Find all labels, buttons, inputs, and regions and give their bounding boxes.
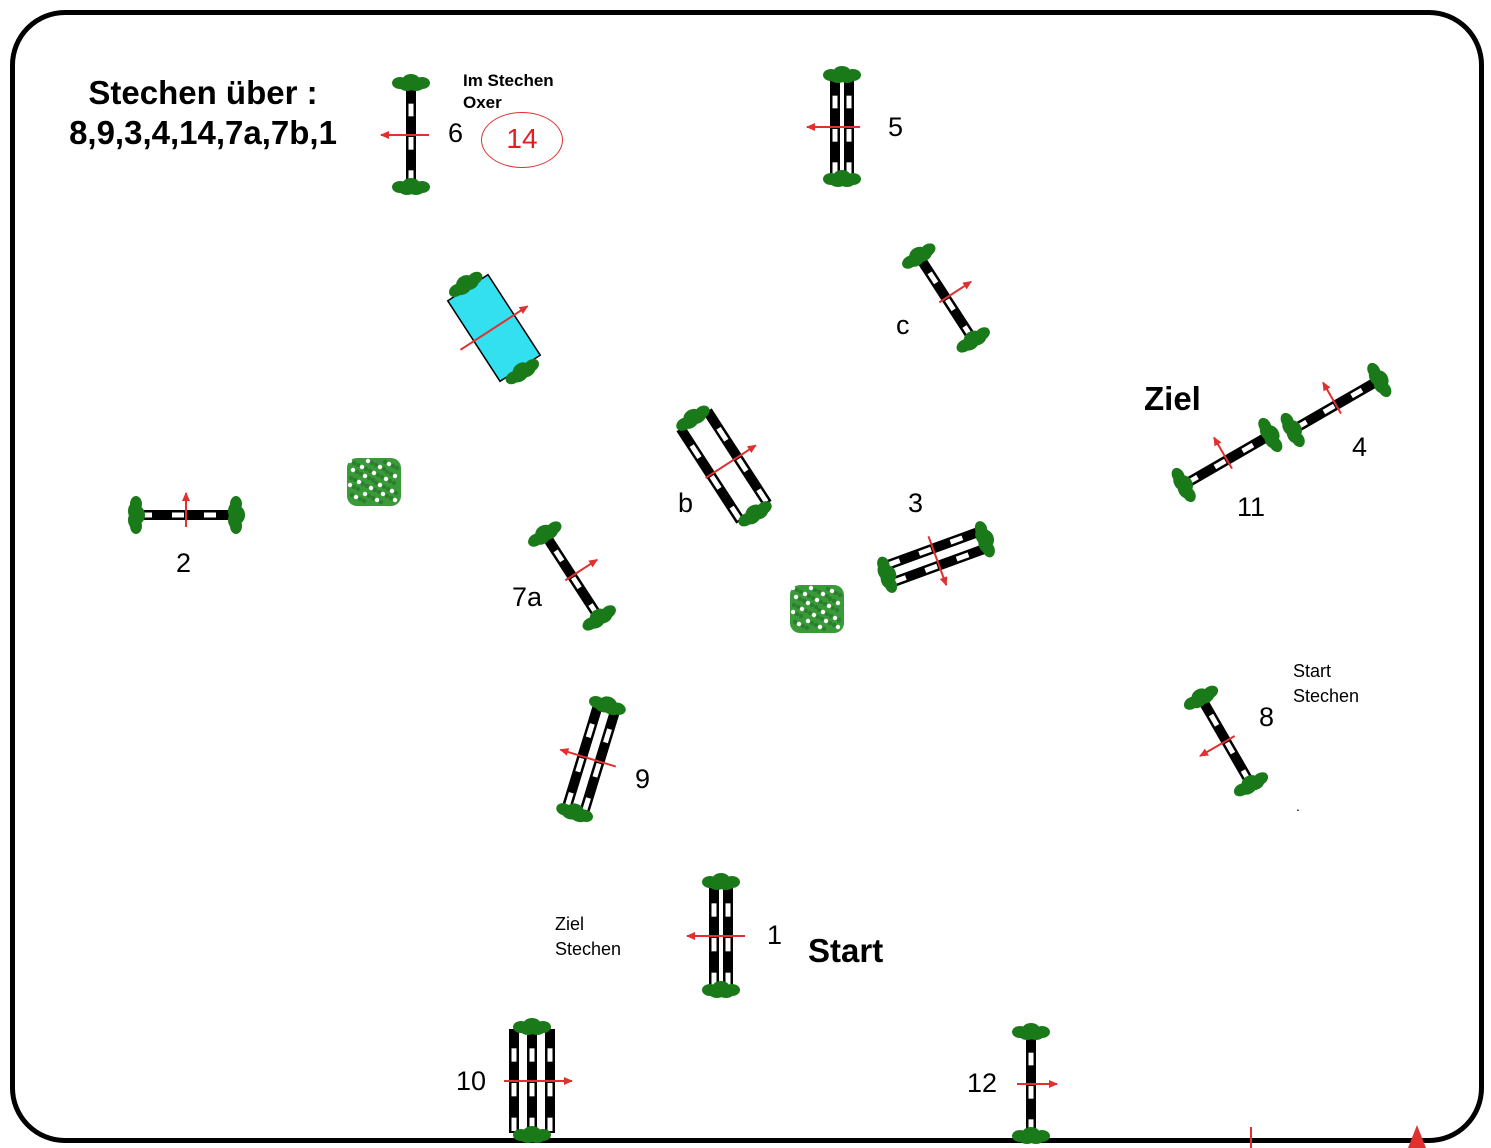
- fence-3-wing-bottom: [877, 556, 898, 593]
- fence-label-6: 6: [448, 118, 464, 148]
- fence-5-wing-bottom: [823, 170, 861, 187]
- fence-label-9: 9: [635, 764, 651, 794]
- note-line2: Oxer: [463, 93, 502, 112]
- fence-1: [686, 873, 745, 998]
- fence-12: [1171, 417, 1283, 503]
- fence-1-wing-top: [702, 873, 740, 890]
- fence-5-wing-top: [823, 66, 861, 83]
- fence-10: [504, 1018, 573, 1143]
- stray-dot: .: [1296, 798, 1300, 814]
- fence-4-direction-arrow: [1322, 381, 1342, 415]
- fence-11-wing-bottom: [1012, 1127, 1050, 1144]
- fence-12-wing-top: [1258, 417, 1283, 453]
- fence-9-direction-arrow: [559, 748, 617, 768]
- fence-7a: [528, 521, 616, 631]
- fence-c-wing-top: [902, 243, 936, 269]
- fence-label-c: c: [896, 310, 910, 340]
- fence-12-direction-arrow: [1213, 436, 1233, 470]
- fence-5: [806, 66, 861, 187]
- jump-off-start-label: Start Stechen: [1293, 661, 1360, 706]
- fence-label-4: 4: [1352, 432, 1368, 462]
- fence-7b: [676, 405, 772, 527]
- fence-c: [902, 243, 990, 353]
- fence-label-1: 1: [767, 920, 783, 950]
- fence-c-direction-arrow: [938, 280, 972, 304]
- hedge-left: [347, 458, 401, 506]
- fence-11-wing-top: [1012, 1023, 1050, 1040]
- water-oxer-14-direction-arrow: [459, 305, 529, 351]
- note-line1: Im Stechen: [463, 71, 554, 90]
- hedge-center: [790, 585, 844, 633]
- fence-6: [380, 74, 430, 195]
- fence-10-wing-bottom: [513, 1126, 551, 1143]
- fence-c-wing-bottom: [956, 327, 990, 353]
- fence-7a-wing-bottom: [582, 605, 616, 631]
- fence-7a-direction-arrow: [564, 558, 598, 582]
- fence-label-7a: 7a: [512, 582, 543, 612]
- fence-label-12: 11: [1237, 492, 1266, 522]
- fence-2-wing-bottom: [128, 496, 145, 534]
- fence-2: [128, 492, 245, 534]
- fence-label-2: 2: [176, 548, 192, 578]
- fence-7b-wing-top: [676, 405, 710, 431]
- jump-off-title-line1: Stechen über :: [88, 74, 318, 111]
- fence-11: [1012, 1023, 1058, 1144]
- fence-6-wing-top: [392, 74, 430, 91]
- fence-3: [877, 521, 995, 593]
- arena-border: [10, 10, 1484, 1143]
- jump-off-oxer-note: Im Stechen Oxer: [463, 70, 554, 114]
- water-oxer-14: [446, 271, 542, 385]
- jump-off-title: Stechen über : 8,9,3,4,14,7a,7b,1: [48, 73, 358, 153]
- fence-4: [1280, 362, 1392, 448]
- finish-label: Ziel: [1144, 380, 1201, 417]
- fence-7b-direction-arrow: [705, 444, 757, 479]
- fence-label-11: 12: [967, 1068, 998, 1098]
- fence-9-wing-top: [589, 696, 626, 716]
- jump-off-sequence: 8,9,3,4,14,7a,7b,1: [69, 114, 337, 151]
- jump-off-finish-label: Ziel Stechen: [555, 914, 622, 959]
- fence-8-wing-bottom: [1233, 772, 1269, 797]
- fence-1-wing-bottom: [702, 981, 740, 998]
- fence-label-b: b: [678, 488, 694, 518]
- fence-label-8: 8: [1259, 702, 1275, 732]
- water-oxer-14-wing-top: [448, 271, 483, 298]
- fence-7b-wing-bottom: [738, 501, 772, 527]
- fence-4-wing-top: [1367, 362, 1392, 398]
- fence-3-wing-top: [974, 521, 995, 558]
- fence-3-direction-arrow: [927, 535, 948, 587]
- fence-10-wing-top: [513, 1018, 551, 1035]
- fence-2-wing-top: [228, 496, 245, 534]
- circled-fence-number: 14: [481, 112, 563, 168]
- edge-mark-arrow: [1408, 1125, 1426, 1148]
- fence-label-10: 10: [456, 1066, 487, 1096]
- fence-12-wing-bottom: [1171, 467, 1196, 503]
- fence-6-wing-bottom: [392, 178, 430, 195]
- fence-label-3: 3: [908, 488, 924, 518]
- start-label: Start: [808, 932, 884, 969]
- fence-9: [556, 696, 626, 823]
- fence-8-wing-top: [1183, 685, 1219, 710]
- fence-label-5: 5: [888, 112, 904, 142]
- fence-4-wing-bottom: [1280, 412, 1305, 448]
- fence-8-direction-arrow: [1199, 735, 1236, 757]
- fence-8: [1183, 685, 1269, 797]
- fence-9-wing-bottom: [556, 803, 593, 823]
- fence-7a-wing-top: [528, 521, 562, 547]
- water-oxer-14-wing-bottom: [505, 358, 540, 385]
